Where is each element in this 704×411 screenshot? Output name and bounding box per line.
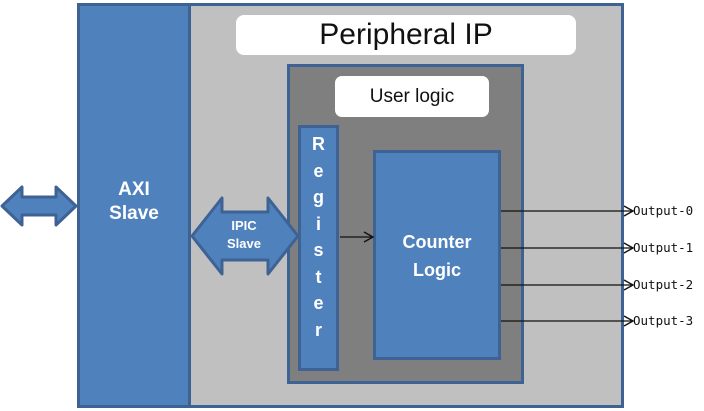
peripheral-ip-title-box [236,15,576,55]
output-3-label: Output-3 [633,313,694,328]
register-letter: e [313,293,324,313]
peripheral-ip-title: Peripheral IP [319,18,493,51]
counter-logic-label-line1: Counter [402,232,472,252]
ipic-slave-label-line2: Slave [227,236,261,251]
register-letter: e [313,160,324,181]
output-2-label: Output-2 [633,277,694,292]
register-letter: t [315,266,322,287]
counter-logic-block [373,150,501,360]
register-label: R e g i s t e r [298,131,339,343]
axi-slave-label: AXI Slave [77,178,191,226]
external-bus-double-arrow-icon [0,185,78,227]
user-logic-title: User logic [369,86,455,107]
counter-logic-label-line2: Logic [413,260,461,280]
register-letter: s [313,240,324,260]
register-letter: R [312,134,325,154]
axi-slave-label-line1: AXI [118,179,150,200]
register-letter: g [313,187,324,207]
ipic-slave-label: IPIC Slave [212,217,276,253]
output-0-label: Output-0 [633,203,694,218]
output-1-label: Output-1 [633,240,694,255]
register-letter: i [315,213,321,234]
register-letter: r [314,319,322,340]
ipic-slave-label-line1: IPIC [231,218,257,233]
axi-slave-label-line2: Slave [109,203,159,224]
counter-logic-label: Counter Logic [373,228,501,284]
ipic-slave-double-arrow-icon [190,196,300,276]
user-logic-title-box [335,76,489,117]
axi-slave-block [77,3,191,408]
register-block [298,125,339,371]
